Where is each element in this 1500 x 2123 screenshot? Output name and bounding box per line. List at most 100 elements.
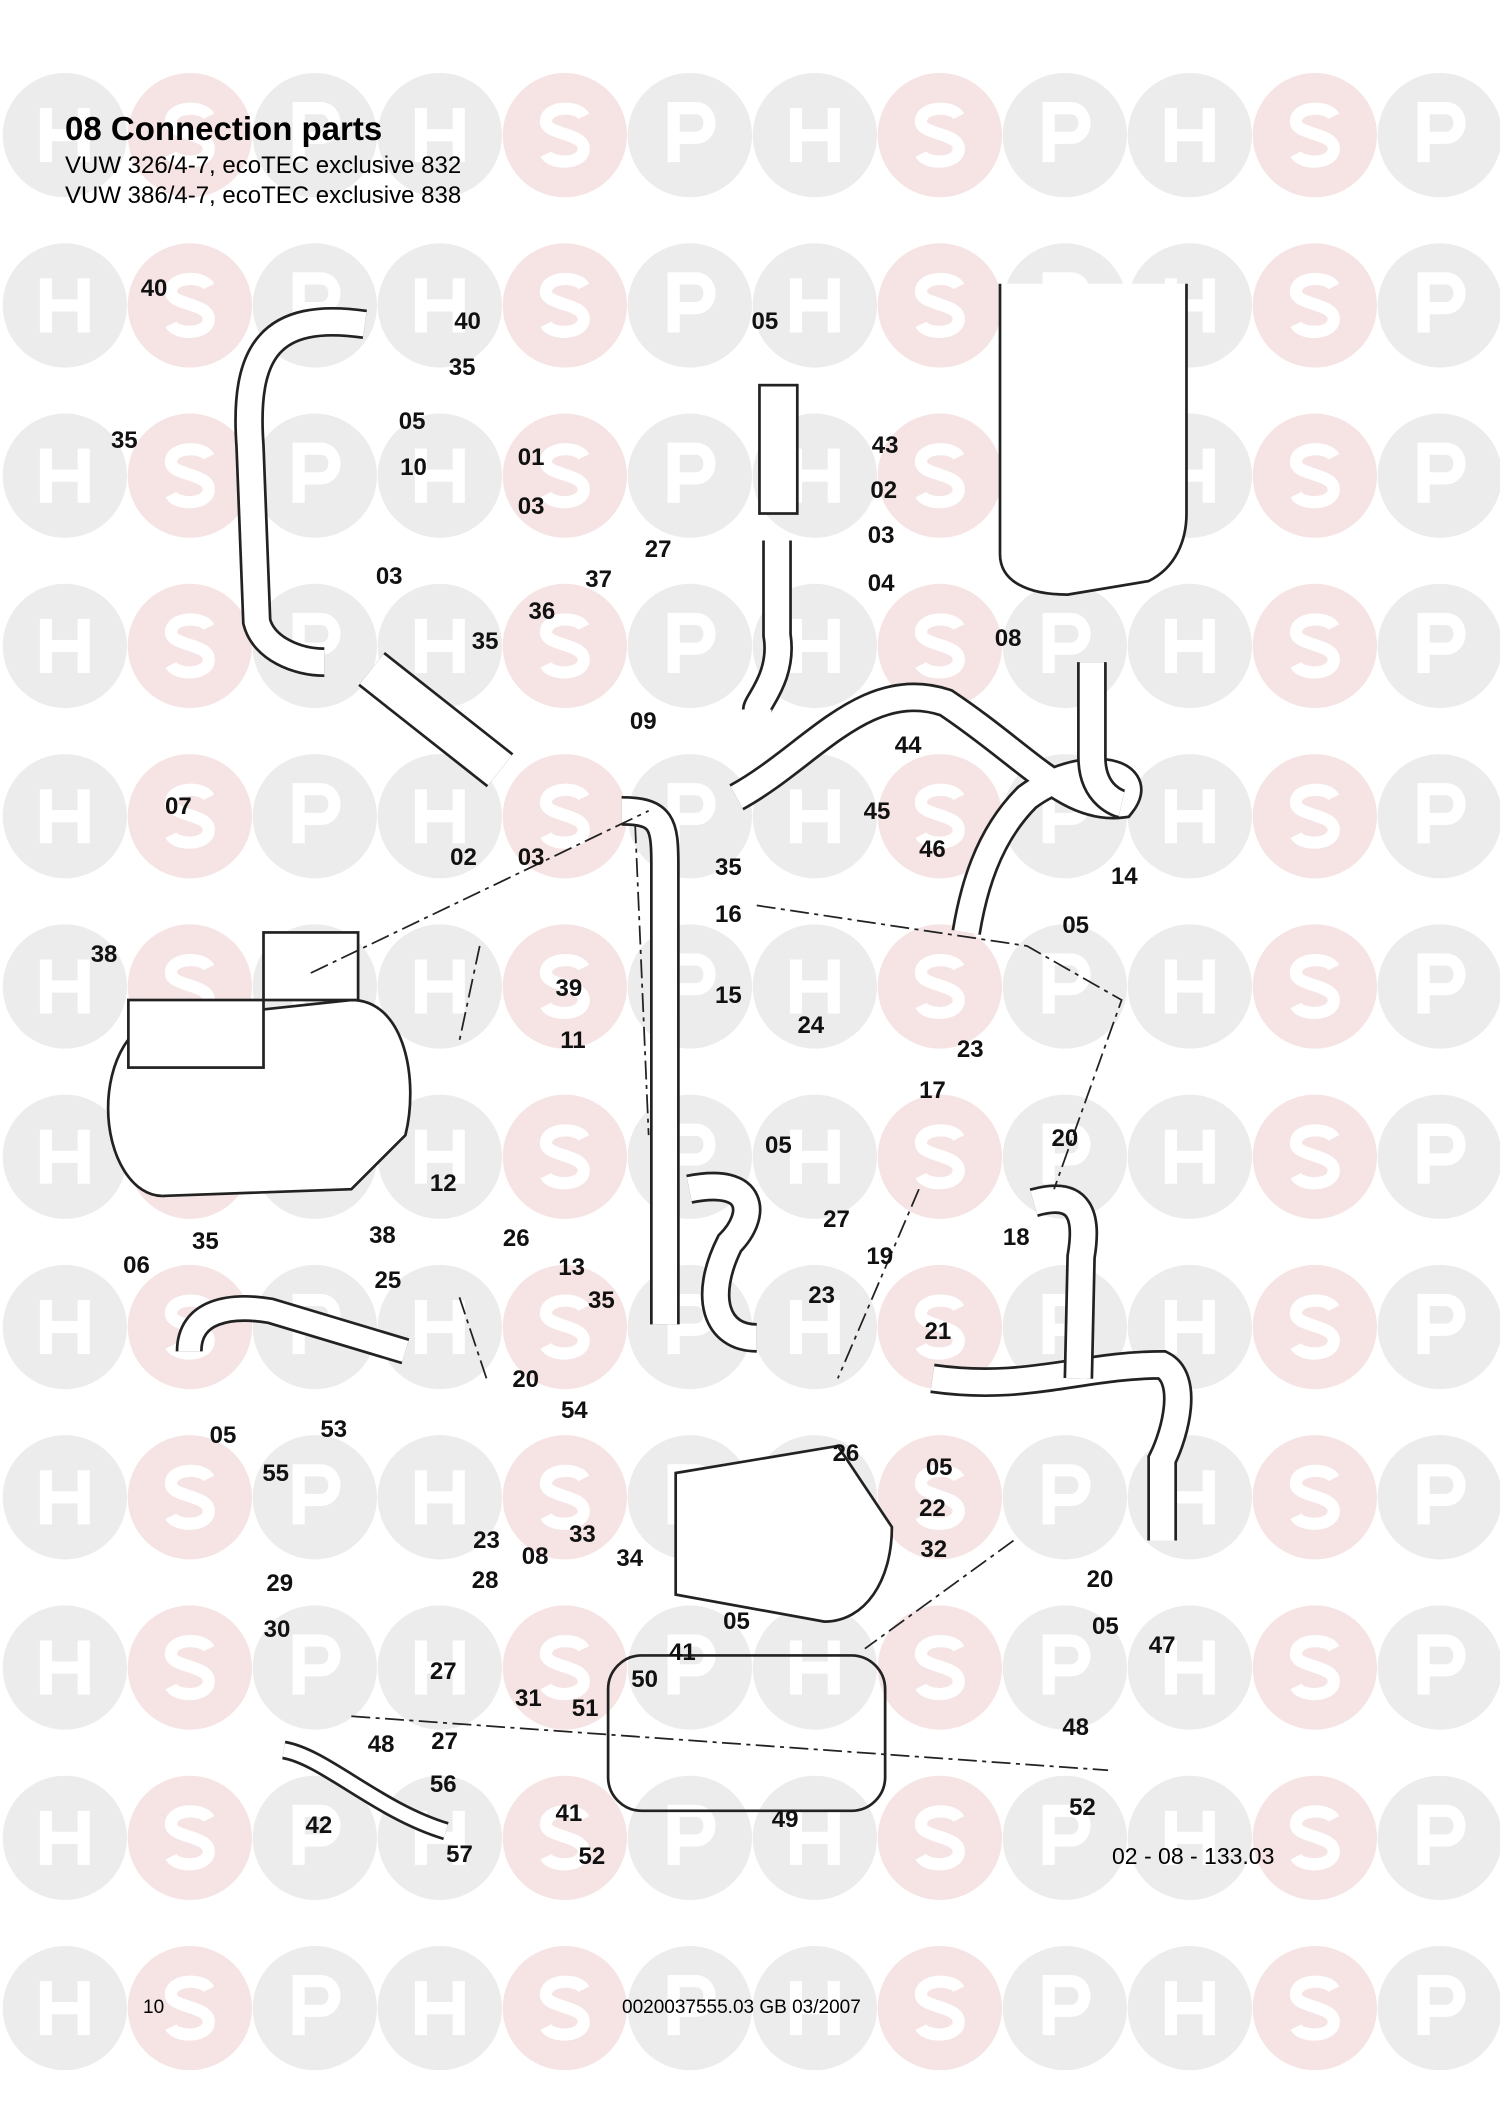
callout-03: 03 bbox=[517, 492, 545, 520]
callout-08: 08 bbox=[994, 625, 1022, 653]
callout-23: 23 bbox=[808, 1281, 835, 1309]
heat-exchanger-22 bbox=[674, 1444, 894, 1623]
watermark-glyph bbox=[539, 272, 590, 338]
watermark-glyph bbox=[914, 1124, 965, 1190]
callout-36: 36 bbox=[528, 598, 556, 626]
watermark-glyph bbox=[39, 1810, 90, 1865]
watermark-glyph bbox=[39, 108, 90, 163]
pump-06 bbox=[106, 931, 412, 1198]
watermark-glyph bbox=[1164, 1981, 1215, 2036]
callout-42: 42 bbox=[305, 1811, 333, 1839]
watermark-glyph bbox=[789, 278, 840, 333]
watermark-glyph bbox=[414, 1129, 465, 1184]
pipe-21 bbox=[930, 1184, 1193, 1541]
watermark-glyph bbox=[292, 442, 341, 503]
watermark-glyph bbox=[164, 1975, 215, 2041]
watermark-glyph bbox=[1289, 102, 1340, 168]
callout-11: 11 bbox=[560, 1026, 586, 1054]
pipe-02-right bbox=[758, 383, 799, 515]
watermark-glyph bbox=[789, 789, 840, 844]
callout-23: 23 bbox=[473, 1526, 500, 1554]
watermark-glyph bbox=[164, 443, 215, 509]
callout-37: 37 bbox=[585, 565, 612, 593]
watermark-glyph bbox=[914, 102, 965, 168]
watermark-glyph bbox=[1417, 783, 1466, 844]
watermark-glyph bbox=[39, 1129, 90, 1184]
pipe-04 bbox=[741, 540, 793, 714]
callout-51: 51 bbox=[571, 1695, 599, 1723]
watermark-glyph bbox=[1042, 1975, 1091, 2036]
callout-06: 06 bbox=[123, 1252, 150, 1280]
watermark-glyph bbox=[39, 1640, 90, 1695]
callout-52: 52 bbox=[578, 1842, 606, 1870]
watermark-glyph bbox=[1042, 1464, 1091, 1525]
watermark-glyph bbox=[667, 272, 716, 333]
callout-30: 30 bbox=[263, 1615, 291, 1643]
watermark-glyph bbox=[1289, 954, 1340, 1019]
watermark-glyph bbox=[1289, 783, 1340, 849]
watermark-glyph bbox=[789, 108, 840, 163]
callout-33: 33 bbox=[569, 1521, 596, 1549]
watermark-glyph bbox=[414, 448, 465, 503]
watermark-glyph bbox=[1417, 1975, 1466, 2036]
watermark-glyph bbox=[292, 783, 341, 844]
callout-08: 08 bbox=[521, 1542, 549, 1570]
watermark-glyph bbox=[667, 442, 716, 503]
callout-02: 02 bbox=[870, 476, 898, 504]
watermark-glyph bbox=[539, 783, 590, 849]
callout-03: 03 bbox=[375, 563, 403, 591]
watermark-glyph bbox=[914, 443, 965, 509]
leader-lines bbox=[310, 810, 1123, 1772]
watermark-glyph bbox=[539, 1635, 590, 1701]
watermark-glyph bbox=[164, 783, 215, 849]
callout-12: 12 bbox=[429, 1169, 457, 1197]
callout-40: 40 bbox=[454, 307, 481, 335]
watermark-glyph bbox=[1042, 953, 1091, 1014]
callout-46: 46 bbox=[919, 836, 946, 863]
callout-27: 27 bbox=[644, 536, 672, 563]
watermark-glyph bbox=[1164, 1129, 1215, 1184]
watermark-glyph bbox=[414, 1981, 465, 2036]
watermark-glyph bbox=[539, 613, 590, 679]
watermark-glyph bbox=[539, 1805, 590, 1871]
callout-53: 53 bbox=[320, 1415, 348, 1443]
watermark-glyph bbox=[789, 1981, 840, 2036]
pipe-25 bbox=[175, 1295, 410, 1365]
watermark-glyph bbox=[914, 272, 965, 338]
watermark-glyph bbox=[667, 1634, 716, 1695]
callout-03: 03 bbox=[517, 844, 545, 872]
watermark-glyph bbox=[1289, 443, 1340, 509]
callout-27: 27 bbox=[429, 1657, 457, 1685]
watermark-glyph bbox=[1164, 1810, 1215, 1865]
watermark-glyph bbox=[39, 789, 90, 844]
callout-55: 55 bbox=[262, 1460, 290, 1488]
watermark-glyph bbox=[667, 953, 716, 1014]
watermark-glyph bbox=[292, 1634, 341, 1695]
pipe-49 bbox=[606, 1654, 887, 1813]
callout-24: 24 bbox=[797, 1011, 825, 1039]
callout-26: 26 bbox=[832, 1440, 860, 1468]
watermark-glyph bbox=[1417, 1634, 1466, 1695]
watermark-glyph bbox=[539, 1975, 590, 2041]
watermark-glyph bbox=[39, 618, 90, 673]
watermark-glyph bbox=[1164, 108, 1215, 163]
figure-code: 02 - 08 - 133.03 bbox=[1112, 1843, 1275, 1869]
watermark-glyph bbox=[164, 272, 215, 338]
watermark-glyph bbox=[1164, 1640, 1215, 1695]
watermark-glyph bbox=[292, 1975, 341, 2036]
watermark-glyph bbox=[667, 1123, 716, 1184]
watermark-glyph bbox=[39, 959, 90, 1014]
watermark-glyph bbox=[789, 1300, 840, 1355]
callout-04: 04 bbox=[867, 569, 895, 597]
callout-18: 18 bbox=[1002, 1223, 1030, 1251]
watermark-glyph bbox=[164, 613, 215, 679]
watermark-glyph bbox=[1289, 1124, 1340, 1190]
watermark-glyph bbox=[39, 278, 90, 333]
page-number: 10 bbox=[143, 1997, 165, 2018]
callout-20: 20 bbox=[512, 1365, 540, 1393]
callout-35: 35 bbox=[587, 1287, 615, 1315]
callout-48: 48 bbox=[367, 1730, 395, 1758]
watermark-glyph bbox=[914, 1975, 965, 2041]
callout-27: 27 bbox=[431, 1727, 458, 1755]
watermark-glyph bbox=[1042, 1123, 1091, 1184]
